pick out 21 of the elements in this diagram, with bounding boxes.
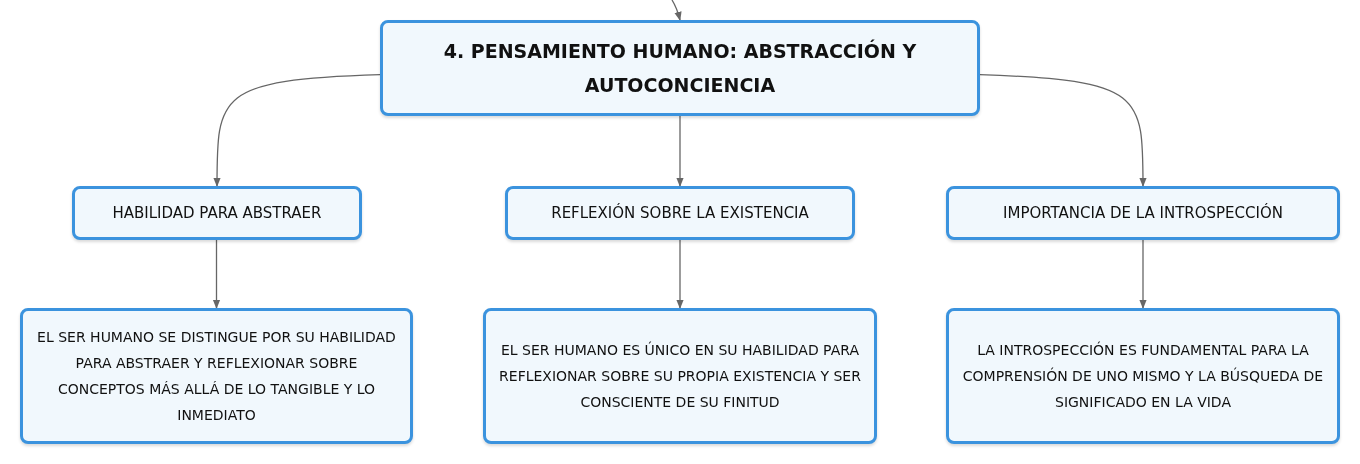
topic-text: REFLEXIÓN SOBRE LA EXISTENCIA — [551, 204, 809, 222]
topic-box — [380, 20, 980, 116]
connector-arrow — [676, 239, 684, 309]
connector-arrow — [1139, 239, 1147, 309]
connector-arrow — [671, 0, 682, 21]
topic-text: EL SER HUMANO SE DISTINGUE POR SU HABILIDAD PARA ABSTRAER Y REFLEXIONAR SOBRE CONCEPTOS MÁS ALLÁ DE LO TANGIBLE Y LO INMEDIATO — [36, 328, 397, 425]
topic-box — [20, 308, 413, 444]
topic-box — [72, 186, 362, 240]
topic-box — [946, 308, 1340, 444]
topic-text: HABILIDAD PARA ABSTRAER — [112, 204, 322, 222]
connector-arrow — [676, 115, 684, 187]
topic-text: IMPORTANCIA DE LA INTROSPECCIÓN — [1003, 204, 1283, 222]
connector-arrow — [979, 74, 1147, 187]
topic-box — [946, 186, 1340, 240]
topic-box — [505, 186, 855, 240]
topic-box — [483, 308, 877, 444]
topic-text: LA INTROSPECCIÓN ES FUNDAMENTAL PARA LA COMPRENSIÓN DE UNO MISMO Y LA BÚSQUEDA DE SIGNIFICADO EN LA VIDA — [961, 340, 1325, 412]
connector-arrow — [213, 74, 381, 187]
topic-title: 4. PENSAMIENTO HUMANO: ABSTRACCIÓN Y AUTOCONCIENCIA — [442, 38, 918, 98]
topic-text: EL SER HUMANO ES ÚNICO EN SU HABILIDAD PARA REFLEXIONAR SOBRE SU PROPIA EXISTENCIA Y SER CONSCIENTE DE SU FINITUD — [498, 340, 862, 412]
connector-arrow — [212, 239, 221, 309]
